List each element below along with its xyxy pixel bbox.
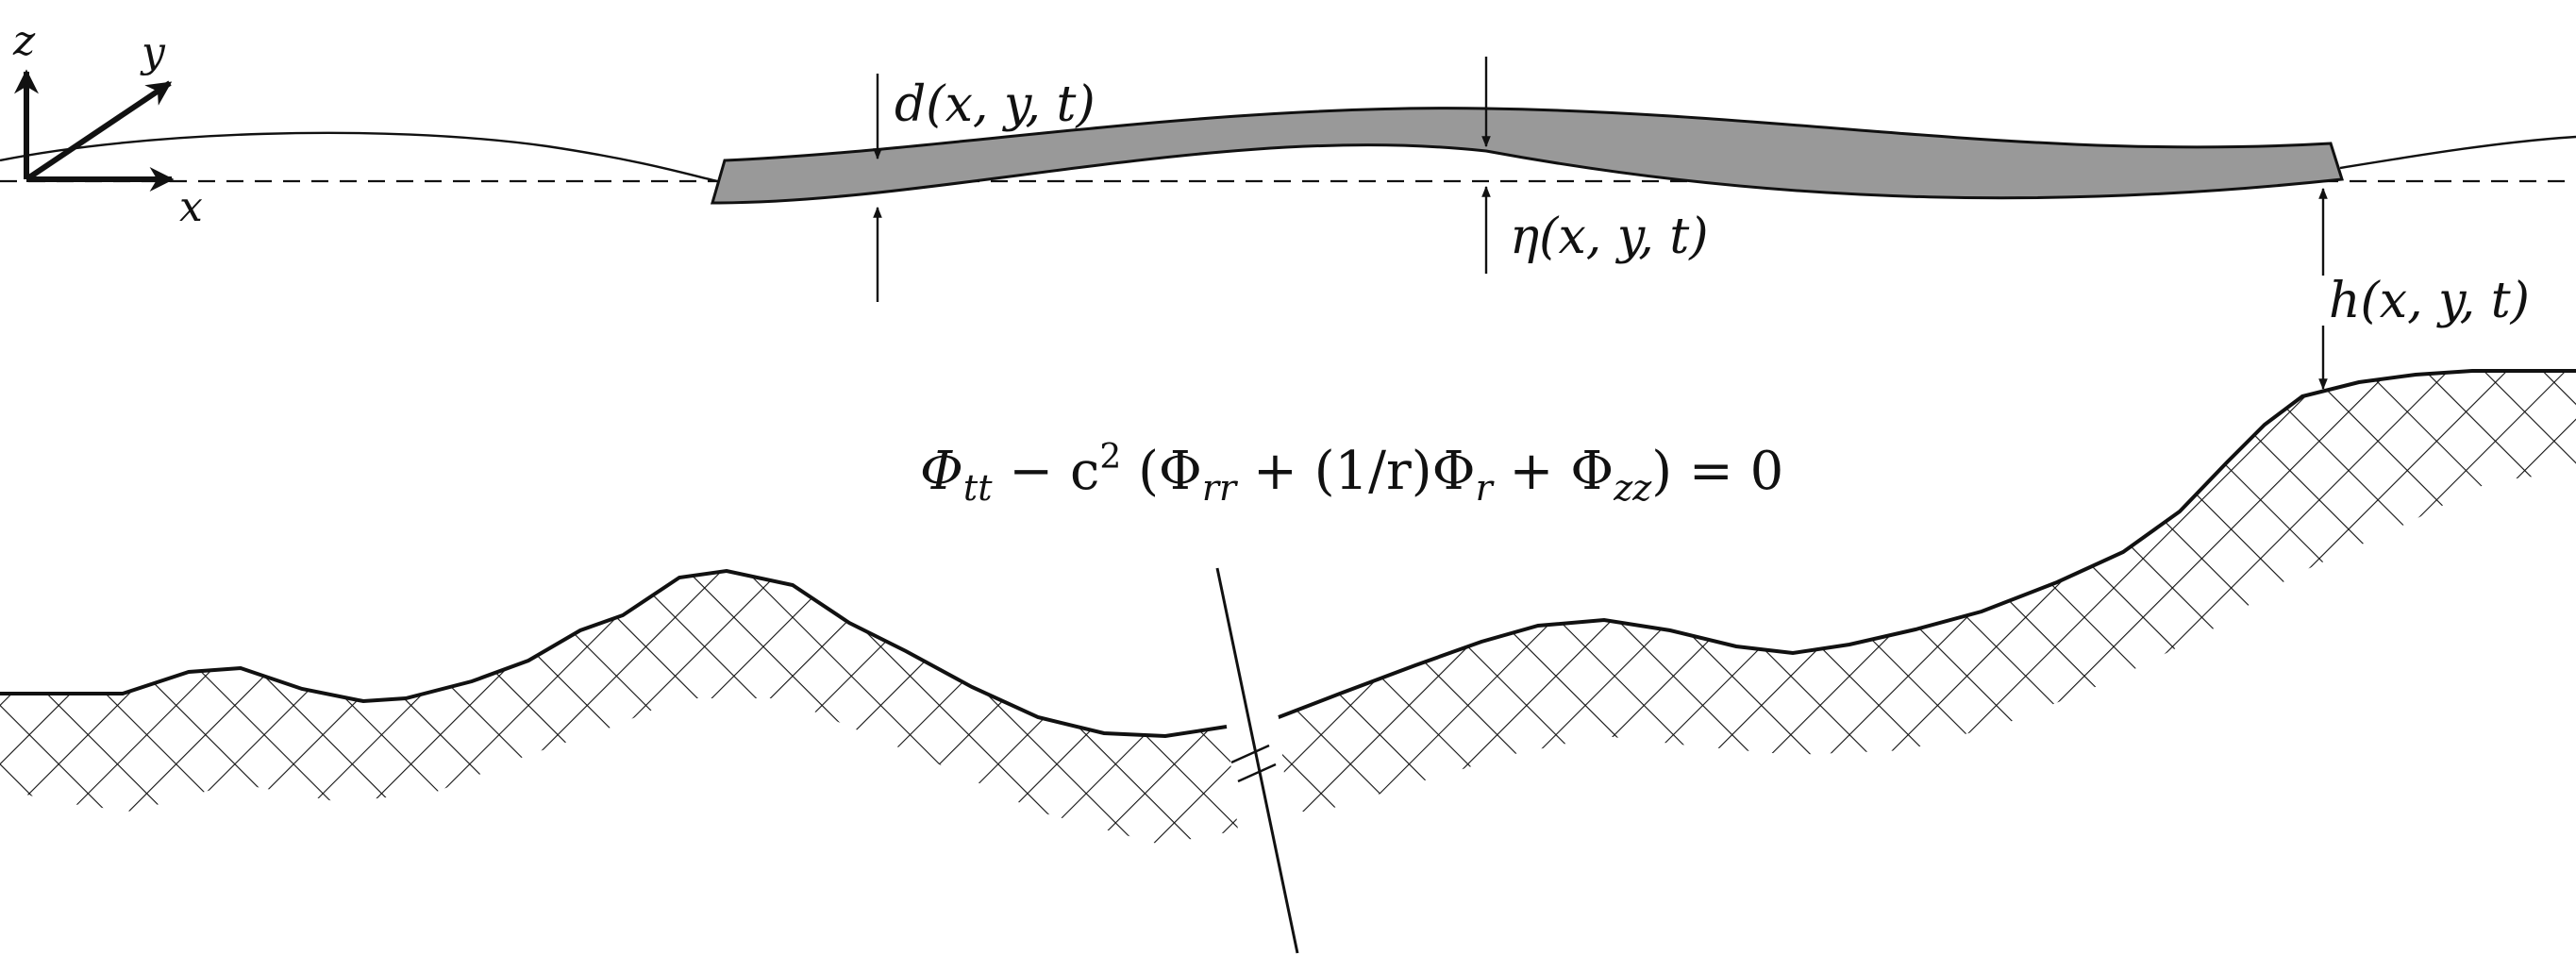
thickness-label: d(x, y, t) [895,76,1096,133]
wave-equation: Φtt − c2 (Φrr + (1/r)Φr + Φzz) = 0 [920,438,1783,509]
seabed-left [0,571,1238,845]
seabed-right-outline [1278,369,2576,719]
y-axis-label: y [140,28,166,76]
break-mark-2 [1237,762,1277,783]
depth-label: h(x, y, t) [2329,273,2530,329]
coordinate-axes [13,69,175,192]
seabed-right [1279,371,2576,812]
elevation-label: η(x, y, t) [1510,209,1709,265]
water-surface-right [2339,135,2576,170]
z-axis-label: z [12,17,36,65]
water-surface-left [0,131,718,183]
elastic-plate [711,107,2344,205]
x-axis-label: x [179,183,203,231]
seabed-left-outline [0,568,1228,739]
break-mark-1 [1230,744,1270,764]
break-line [1215,567,1299,954]
